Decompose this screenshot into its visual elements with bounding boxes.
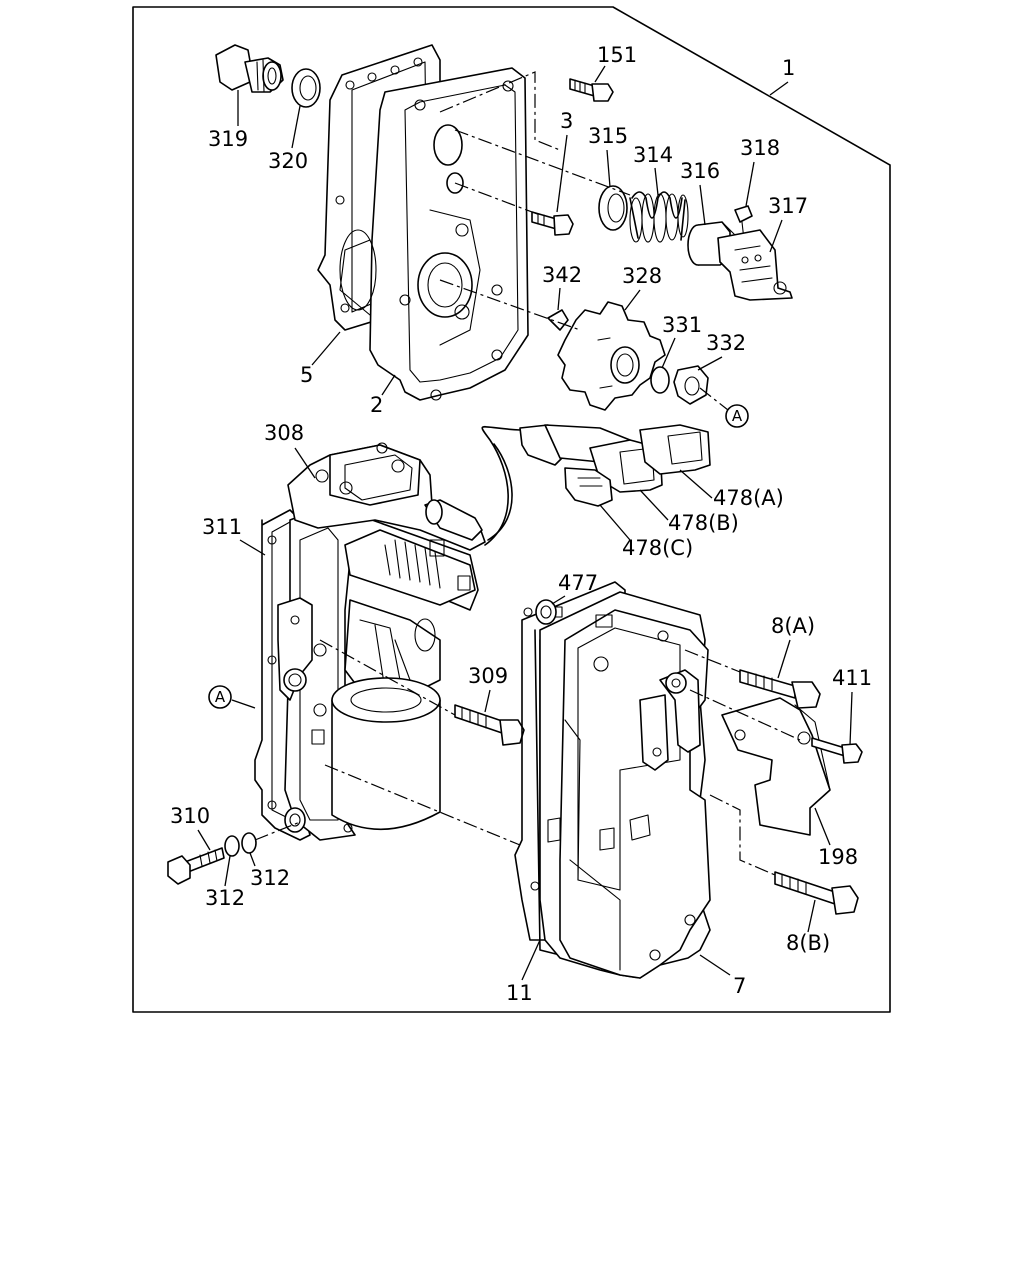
housing-2 (369, 67, 529, 401)
callout-3: 3 (560, 109, 573, 133)
callout-315: 315 (588, 124, 628, 148)
callout-1: 1 (782, 56, 795, 80)
callout-312-a: 312 (205, 886, 245, 910)
callout-5: 5 (300, 363, 313, 387)
callout-314: 314 (633, 143, 673, 167)
callout-309: 309 (468, 664, 508, 688)
bolt-411 (811, 737, 863, 764)
upper-housing-group (317, 44, 529, 401)
ref-circle-a-left: A (208, 685, 256, 709)
seal-315 (598, 185, 628, 231)
svg-text:A: A (215, 688, 226, 706)
bolt-309 (454, 704, 525, 746)
callout-328: 328 (622, 264, 662, 288)
bolt-151 (569, 78, 614, 102)
svg-text:A: A (732, 407, 743, 425)
washer-331 (650, 366, 670, 394)
bracket-317 (717, 229, 793, 301)
callout-7: 7 (733, 974, 746, 998)
callout-342: 342 (542, 263, 582, 287)
callout-316: 316 (680, 159, 720, 183)
callouts: 1 151 3 315 314 316 318 317 319 320 342 … (170, 43, 872, 1005)
nut-332 (673, 365, 709, 405)
ref-circle-a-top: A (725, 404, 749, 428)
callout-319: 319 (208, 127, 248, 151)
washer-312-b (241, 832, 257, 854)
diagram-frame (132, 6, 891, 1013)
callout-8b: 8(B) (786, 931, 830, 955)
callout-8a: 8(A) (771, 614, 815, 638)
rotor-328 (557, 301, 666, 411)
callout-2: 2 (370, 393, 383, 417)
bolt-318 (734, 205, 753, 241)
plug-319 (215, 44, 284, 93)
bracket-198 (721, 697, 831, 836)
bolt-8a (739, 669, 821, 709)
callout-478c: 478(C) (622, 536, 693, 560)
key-342 (547, 309, 569, 331)
washer-320 (291, 68, 321, 108)
washer-312-a (224, 835, 240, 857)
callout-11: 11 (506, 981, 533, 1005)
callout-312-b: 312 (250, 866, 290, 890)
bolt-3 (531, 211, 574, 236)
spring-314 (629, 191, 689, 243)
callout-478b: 478(B) (668, 511, 739, 535)
harness-connectors-478 (481, 424, 711, 546)
callout-332: 332 (706, 331, 746, 355)
callout-478a: 478(A) (713, 486, 784, 510)
callout-311: 311 (202, 515, 242, 539)
plunger-316 (687, 221, 741, 266)
callout-310: 310 (170, 804, 210, 828)
callout-198: 198 (818, 845, 858, 869)
callout-477: 477 (558, 571, 598, 595)
sleeve-477 (535, 599, 557, 625)
callout-331: 331 (662, 313, 702, 337)
callout-151: 151 (597, 43, 637, 67)
bolt-8b (774, 871, 859, 915)
callout-318: 318 (740, 136, 780, 160)
callout-308: 308 (264, 421, 304, 445)
cover-7-gasket-11 (514, 581, 711, 979)
gasket-5 (317, 44, 441, 331)
actuator-assembly (254, 442, 486, 841)
callout-320: 320 (268, 149, 308, 173)
bolt-310 (167, 847, 225, 885)
callout-411: 411 (832, 666, 872, 690)
callout-317: 317 (768, 194, 808, 218)
